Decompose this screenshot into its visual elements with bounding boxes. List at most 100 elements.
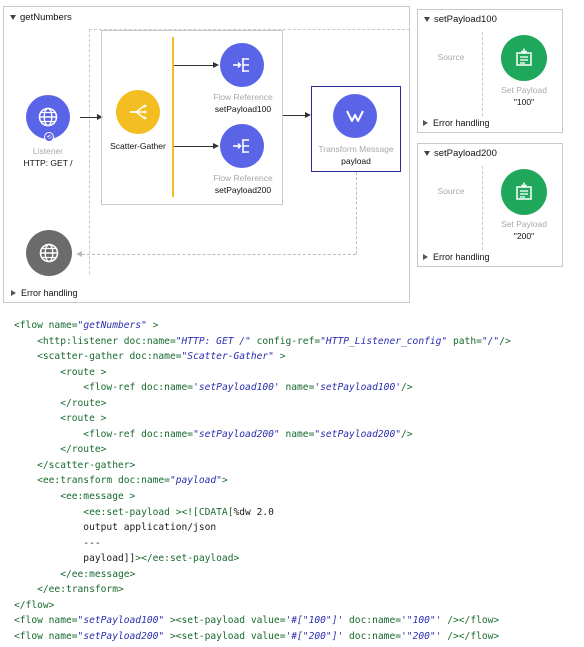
code-token: config-ref= [250, 335, 321, 347]
code-line: <ee:message > [14, 489, 511, 505]
flow-top-divider [89, 29, 410, 30]
sub-flow-2-panel: setPayload200 Source Set Payload "200" E… [417, 143, 563, 267]
code-token: "setPayload100" [77, 615, 165, 627]
flow-reference-1-type: Flow Reference [213, 92, 273, 102]
code-line: </flow> [14, 598, 511, 614]
code-token: payload]] [14, 553, 136, 565]
code-line: </ee:transform> [14, 582, 511, 598]
code-token: <flow-ref doc:name= [14, 382, 194, 394]
code-token: "HTTP_Listener_config" [320, 335, 448, 347]
code-token: /> [401, 428, 413, 440]
code-token: <route > [14, 366, 107, 378]
return-path-vertical [356, 172, 357, 254]
scatter-gather-icon[interactable] [116, 90, 160, 134]
code-token: '#["100"]' [285, 615, 344, 627]
code-line: payload]]></ee:set-payload> [14, 551, 511, 567]
response-icon[interactable] [26, 230, 72, 276]
code-token: <ee:set-payload ><![CDATA[ [14, 506, 234, 518]
code-token: 'setPayload100' [314, 382, 401, 394]
listener-icon[interactable] [26, 95, 70, 139]
code-line: --- [14, 536, 511, 552]
code-token: output application/json [14, 522, 217, 534]
code-token: </route> [14, 397, 107, 409]
code-line: </scatter-gather> [14, 458, 511, 474]
code-line: <scatter-gather doc:name="Scatter-Gather… [14, 349, 511, 365]
code-token: ></ee:set-payload> [135, 553, 240, 565]
sub-flow-2-header[interactable]: setPayload200 [424, 148, 497, 159]
code-token: > [221, 475, 228, 487]
code-token: %dw 2.0 [233, 506, 274, 518]
sub-flow-2-source-label: Source [437, 186, 465, 196]
main-flow-header[interactable]: getNumbers [10, 12, 72, 23]
collapse-triangle-icon[interactable] [424, 17, 430, 22]
sub-flow-1-header[interactable]: setPayload100 [424, 14, 497, 25]
code-token: ><set-payload value= [164, 630, 286, 642]
sub-flow-1-panel: setPayload100 Source Set Payload "100" E… [417, 9, 563, 133]
code-line: <flow-ref doc:name= 'setPayload100' name=… [14, 380, 511, 396]
code-token: path= [447, 335, 482, 347]
code-token: "setPayload200" [314, 428, 401, 440]
code-token: /></flow> [441, 630, 500, 642]
code-token: "HTTP: GET /" [175, 335, 251, 347]
sub-flow-2-name: setPayload200 [434, 148, 497, 159]
flow-reference-2-icon[interactable] [220, 124, 264, 168]
code-line: <flow name="setPayload200" ><set-payload… [14, 629, 511, 645]
code-line: <flow-ref doc:name="setPayload200" name=… [14, 427, 511, 443]
collapse-triangle-icon[interactable] [424, 151, 430, 156]
code-token: doc:name= [343, 630, 402, 642]
code-token: '"100"' [401, 615, 442, 627]
source-divider-line [482, 32, 483, 116]
transform-selection-box[interactable] [311, 86, 401, 172]
set-payload-2-icon[interactable] [501, 169, 547, 215]
listener-name-label: HTTP: GET / [23, 158, 73, 168]
listener-badge-icon: ⟲ [44, 132, 54, 142]
code-line: </route> [14, 442, 511, 458]
code-token: "setPayload200" [193, 428, 280, 440]
scatter-gather-route-bar [172, 37, 174, 197]
return-arrowhead-icon [76, 250, 82, 257]
arrowhead-icon [213, 61, 219, 68]
set-payload-1-type: Set Payload [501, 85, 547, 95]
collapse-triangle-icon[interactable] [10, 15, 16, 20]
sub-flow-2-error-handling-toggle[interactable]: Error handling [423, 252, 490, 262]
code-token: > [273, 351, 286, 363]
xml-code-block: <flow name="getNumbers" > <http:listener… [14, 318, 511, 644]
code-token: /></flow> [441, 615, 500, 627]
set-payload-icon [516, 48, 532, 66]
code-line: <route > [14, 411, 511, 427]
globe-icon [39, 243, 59, 263]
code-line: </route> [14, 396, 511, 412]
flow-reference-1-icon[interactable] [220, 43, 264, 87]
set-payload-1-icon[interactable] [501, 35, 547, 81]
code-line: <ee:set-payload ><![CDATA[%dw 2.0 [14, 505, 511, 521]
sub-flow-2-error-handling-label: Error handling [433, 252, 490, 262]
expand-triangle-icon [423, 120, 428, 126]
flow-reference-1-name: setPayload100 [214, 104, 272, 114]
route-arrow-2-line [174, 146, 214, 147]
transform-type-label: Transform Message [318, 144, 394, 154]
code-line: <route > [14, 365, 511, 381]
expand-triangle-icon [11, 290, 16, 296]
code-line: <ee:transform doc:name="payload"> [14, 473, 511, 489]
code-token: </scatter-gather> [14, 459, 136, 471]
code-token: <ee:transform doc:name= [14, 475, 170, 487]
code-token: </route> [14, 444, 107, 456]
code-token: <flow-ref doc:name= [14, 428, 194, 440]
set-payload-2-name: "200" [513, 231, 535, 241]
flow-reference-2-name: setPayload200 [214, 185, 272, 195]
code-token: "payload" [169, 475, 222, 487]
main-error-handling-toggle[interactable]: Error handling [11, 288, 78, 298]
transform-message-icon[interactable] [333, 94, 377, 138]
sub-flow-1-error-handling-label: Error handling [433, 118, 490, 128]
globe-icon [38, 107, 58, 127]
code-line: <http:listener doc:name="HTTP: GET /" co… [14, 334, 511, 350]
code-token: <http:listener doc:name= [14, 335, 176, 347]
transform-name-label: payload [341, 156, 371, 166]
sub-flow-1-error-handling-toggle[interactable]: Error handling [423, 118, 490, 128]
route-arrow-1-line [174, 65, 214, 66]
code-token: "getNumbers" [77, 320, 147, 331]
transform-icon [346, 110, 364, 122]
set-payload-icon [516, 182, 532, 200]
expand-triangle-icon [423, 254, 428, 260]
code-token: name= [279, 382, 315, 394]
